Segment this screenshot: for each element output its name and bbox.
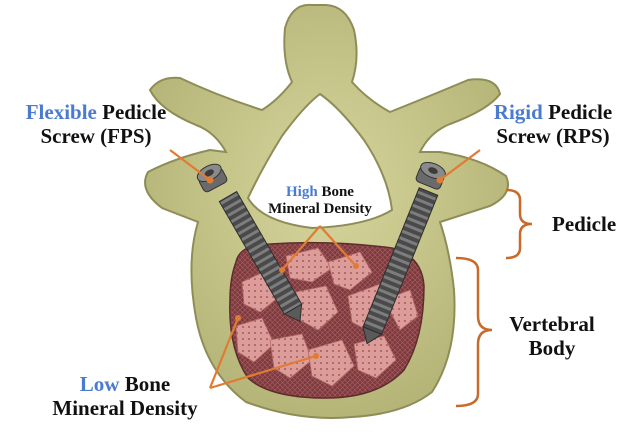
fps-line2: Screw (FPS) (40, 124, 152, 149)
fps-label: Flexible Pedicle Screw (FPS) (6, 100, 186, 148)
brackets (455, 188, 533, 408)
fps-line1: Pedicle (96, 100, 167, 124)
vertebral-body-label: Vertebral Body (492, 312, 612, 360)
high-bmd-line1: Bone (317, 184, 354, 200)
low-bmd-line1: Bone (119, 372, 171, 396)
high-bmd-highlight: High (286, 184, 318, 200)
low-bmd-highlight: Low (79, 372, 120, 396)
leader-lines (169, 149, 481, 390)
fps-highlight: Flexible (25, 100, 97, 124)
pedicle-bracket (505, 188, 533, 260)
vertebral-body-bracket (455, 256, 493, 408)
rps-label: Rigid Pedicle Screw (RPS) (468, 100, 638, 148)
high-bmd-label: High Bone Mineral Density (248, 184, 392, 219)
vertebral-body-line1: Vertebral (509, 312, 595, 336)
spinal-canal (246, 92, 394, 230)
rps-line1: Pedicle (542, 100, 613, 124)
high-bmd-line2: Mineral Density (268, 201, 372, 218)
pedicle-label: Pedicle (552, 212, 617, 236)
vertebral-body-line2: Body (528, 336, 576, 361)
low-bmd-line2: Mineral Density (52, 396, 198, 421)
low-bmd-label: Low Bone Mineral Density (20, 372, 230, 420)
rps-line2: Screw (RPS) (496, 124, 610, 149)
rps-highlight: Rigid (493, 100, 543, 124)
rigid-pedicle-screw (362, 161, 446, 345)
